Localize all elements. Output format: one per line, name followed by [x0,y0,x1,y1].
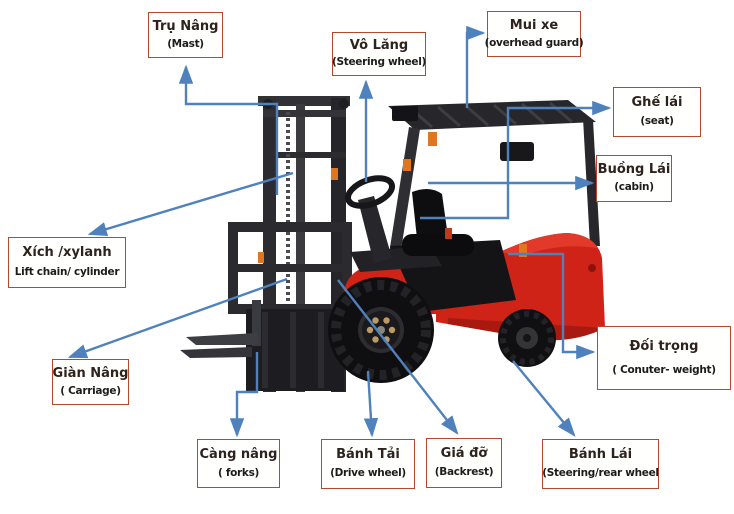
label-overhead-guard: Mui xe (overhead guard) [484,11,584,57]
callout-arrows [67,25,612,438]
label-lift-chain-en: Lift chain/ cylinder [14,266,120,279]
label-forks-vi: Càng nâng [199,446,278,462]
arrow-backrest [337,279,459,435]
label-mast: Trụ Nâng (Mast) [148,12,223,58]
label-drive-wheel-en: (Drive wheel) [330,467,406,480]
label-steering-wheel-vi: Vô Lăng [349,38,409,54]
forklift-illustration [180,96,605,392]
label-counterweight-en: ( Conuter- weight) [612,363,716,376]
label-backrest-vi: Giá đỡ [440,446,488,462]
arrow-carriage [67,277,288,359]
rear-wheel [498,309,556,367]
label-counterweight: Đối trọng ( Conuter- weight) [597,326,731,390]
label-lift-chain-vi: Xích /xylanh [22,245,112,261]
drive-wheel [328,277,434,383]
label-drive-wheel: Bánh Tải (Drive wheel) [321,439,415,489]
arrow-lift-chain [87,171,294,237]
label-steering-wheel-en: (Steering wheel) [331,56,427,69]
label-forks-en: ( forks) [217,466,260,479]
label-carriage: Giàn Nâng ( Carriage) [52,359,129,405]
label-overhead-guard-en: (overhead guard) [484,36,584,49]
label-mast-vi: Trụ Nâng [152,18,219,34]
forks [180,300,261,358]
label-rear-wheel-vi: Bánh Lái [568,447,633,463]
label-backrest: Giá đỡ (Backrest) [426,438,502,488]
arrow-mast [178,64,279,195]
label-cabin-en: (cabin) [614,181,654,194]
arrow-rear-wheel [512,360,576,437]
label-rear-wheel: Bánh Lái (Steering/rear wheel [542,439,659,489]
arrow-seat [420,100,612,220]
label-carriage-en: ( Carriage) [60,384,121,397]
label-counterweight-vi: Đối trọng [629,338,699,354]
label-drive-wheel-vi: Bánh Tải [336,447,400,463]
label-cabin: Buồng Lái (cabin) [596,155,672,202]
label-cabin-vi: Buồng Lái [597,162,671,178]
label-overhead-guard-vi: Mui xe [509,17,559,33]
carriage-backrest [228,222,352,391]
warning-stickers [258,132,527,263]
label-carriage-vi: Giàn Nâng [52,365,129,381]
arrow-drive-wheel [363,370,379,438]
arrow-counterweight [508,252,596,360]
label-mast-en: (Mast) [167,37,204,50]
seat [402,188,474,256]
mast [258,96,350,392]
arrow-overhead-guard [465,25,486,108]
label-seat-en: (seat) [640,115,674,128]
label-seat: Ghế lái (seat) [613,87,701,137]
arrow-forks [229,352,259,438]
label-forks: Càng nâng ( forks) [197,439,280,488]
label-backrest-en: (Backrest) [434,466,494,479]
label-seat-vi: Ghế lái [631,95,683,111]
label-steering-wheel: Vô Lăng (Steering wheel) [332,32,426,76]
label-lift-chain: Xích /xylanh Lift chain/ cylinder [8,237,126,288]
label-rear-wheel-en: (Steering/rear wheel [542,467,659,480]
